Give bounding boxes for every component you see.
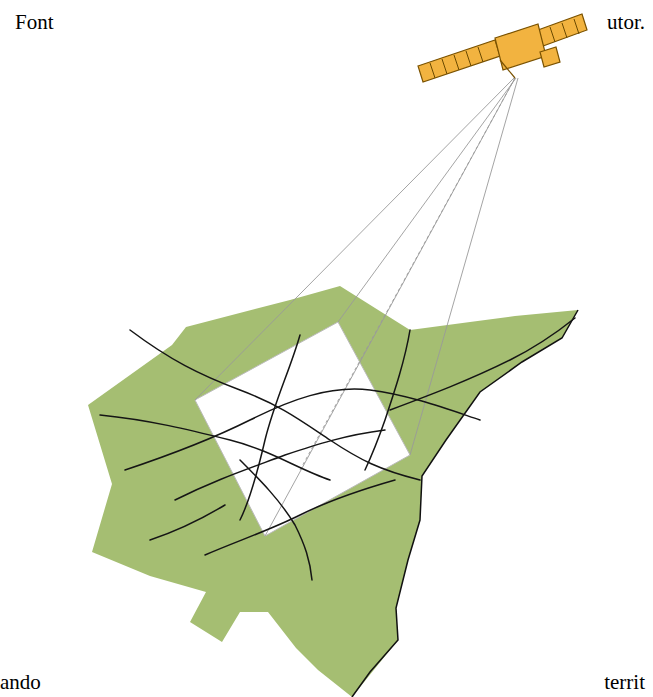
territory (88, 286, 578, 697)
scene-footprint (195, 322, 410, 536)
sensor-beams (195, 78, 518, 536)
text-fragment: Font (15, 12, 54, 33)
rivers (100, 318, 575, 580)
text-fragment: territ (604, 672, 645, 693)
satellite (418, 14, 587, 82)
text-fragment: utor. (607, 12, 645, 33)
coastline (352, 310, 578, 697)
text-fragment: ando (0, 672, 41, 693)
